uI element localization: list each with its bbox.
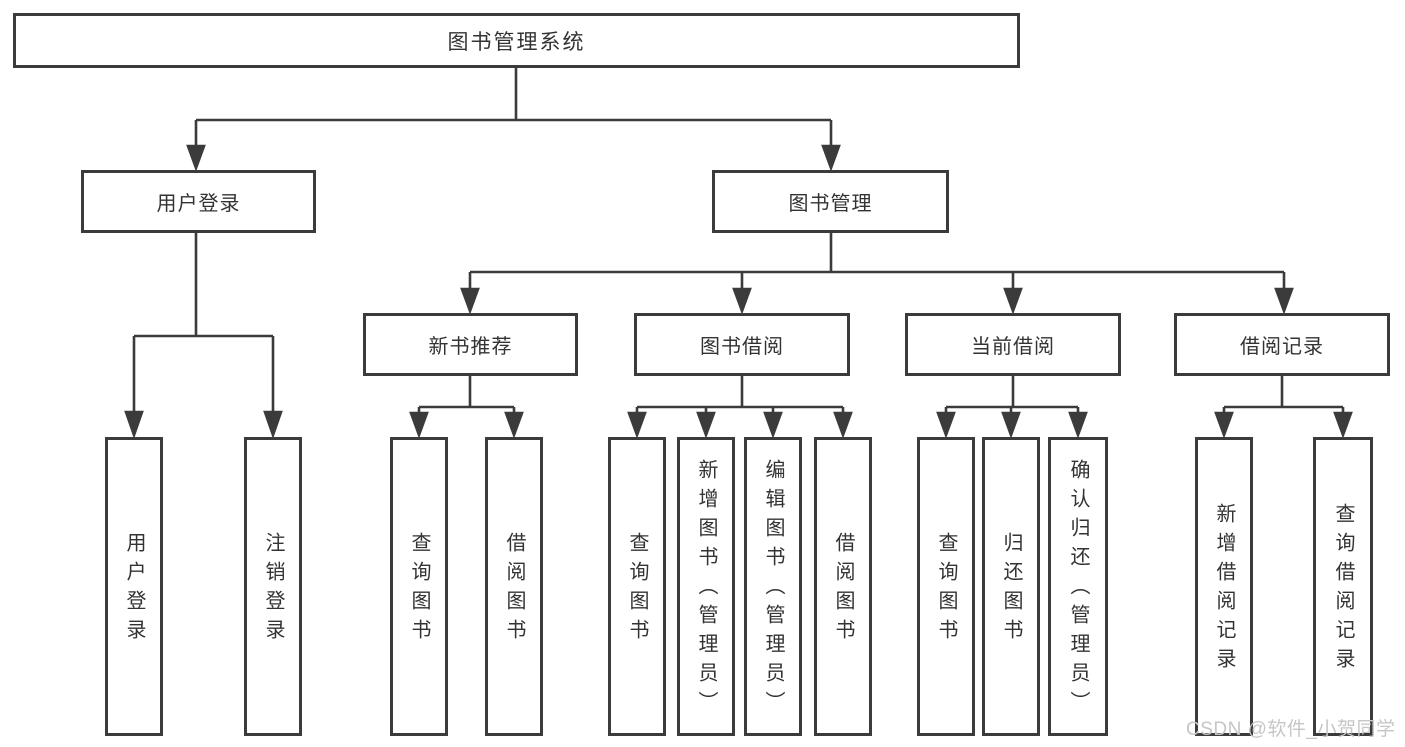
node-root: 图书管理系统 [13, 13, 1020, 68]
connector-current-borrow-children [936, 376, 1088, 439]
connector-borrow-records-children [1214, 376, 1353, 439]
connector-user-login-children [124, 233, 283, 439]
leaf-query-borrow-record: 查询借阅记录 [1313, 437, 1373, 736]
leaf-query-books-borrow: 查询图书 [608, 437, 666, 736]
node-borrow-records: 借阅记录 [1174, 313, 1390, 376]
leaf-return-book: 归还图书 [982, 437, 1040, 736]
connector-book-management-children [460, 233, 1294, 315]
leaf-confirm-return-admin: 确认归还（管理员） [1048, 437, 1108, 736]
connector-root-to-level2 [186, 68, 841, 172]
node-book-management: 图书管理 [712, 170, 949, 233]
leaf-borrow-books-recommend: 借阅图书 [485, 437, 543, 736]
connector-new-book-recommend-children [409, 376, 524, 439]
node-user-login: 用户登录 [81, 170, 316, 233]
leaf-query-books-recommend: 查询图书 [390, 437, 448, 736]
watermark: CSDN @软件_小贺同学 [1186, 719, 1396, 740]
node-book-borrow: 图书借阅 [634, 313, 850, 376]
leaf-query-books-current: 查询图书 [917, 437, 975, 736]
leaf-edit-book-admin: 编辑图书（管理员） [744, 437, 802, 736]
node-current-borrow: 当前借阅 [905, 313, 1121, 376]
connector-book-borrow-children [627, 376, 853, 439]
leaf-add-borrow-record: 新增借阅记录 [1195, 437, 1253, 736]
leaf-add-book-admin: 新增图书（管理员） [677, 437, 735, 736]
leaf-borrow-books: 借阅图书 [814, 437, 872, 736]
leaf-user-login: 用户登录 [105, 437, 163, 736]
leaf-logout: 注销登录 [244, 437, 302, 736]
node-new-book-recommend: 新书推荐 [363, 313, 578, 376]
